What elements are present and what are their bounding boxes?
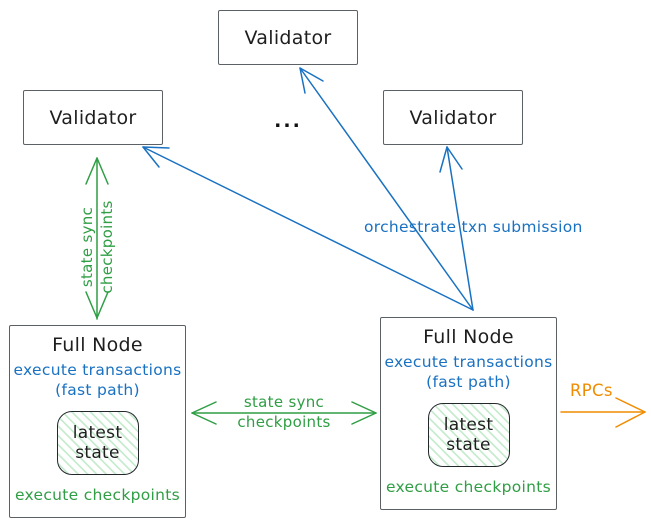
full-node-right-checkpoints: execute checkpoints bbox=[385, 478, 552, 496]
state-sync-vertical-arrow bbox=[85, 157, 109, 320]
label-line2: checkpoints bbox=[237, 413, 331, 431]
arrow-shaft bbox=[446, 146, 474, 311]
arrow-shaft bbox=[142, 146, 474, 311]
state-sync-horizontal-arrow bbox=[191, 401, 377, 425]
rpcs-label: RPCs bbox=[570, 381, 613, 400]
validator-right-label: Validator bbox=[409, 106, 497, 129]
fast-path-line2: (fast path) bbox=[55, 380, 140, 399]
orchestrate-arrow-to-right-validator bbox=[439, 146, 474, 311]
fast-path-line1: execute transactions bbox=[13, 360, 182, 379]
latest-state-line1: latest bbox=[443, 414, 494, 435]
validator-right-node: Validator bbox=[383, 90, 523, 145]
orchestrate-txn-label: orchestrate txn submission bbox=[364, 218, 583, 236]
latest-state-line2: state bbox=[446, 434, 491, 455]
latest-state-line2: state bbox=[75, 442, 120, 463]
full-node-right-title: Full Node bbox=[423, 326, 514, 348]
validator-left-label: Validator bbox=[49, 106, 137, 129]
arrowhead-left-icon bbox=[191, 401, 217, 425]
arrowhead-down-icon bbox=[85, 291, 109, 319]
latest-state-line1: latest bbox=[72, 422, 123, 443]
arrowhead-up-icon bbox=[85, 157, 109, 185]
full-node-left-checkpoints: execute checkpoints bbox=[14, 486, 181, 504]
validator-top-label: Validator bbox=[244, 26, 332, 49]
full-node-right: Full Node execute transactions (fast pat… bbox=[380, 317, 557, 510]
latest-state-box-right: latest state bbox=[427, 402, 510, 467]
full-node-right-fast-path: execute transactions (fast path) bbox=[384, 352, 552, 392]
full-node-left: Full Node execute transactions (fast pat… bbox=[9, 325, 186, 518]
fast-path-line2: (fast path) bbox=[426, 372, 511, 391]
arrowhead-right-icon bbox=[351, 401, 377, 425]
arrow-shaft bbox=[299, 67, 474, 311]
state-sync-vertical-label: state sync checkpoints bbox=[77, 200, 117, 293]
orchestrate-arrow-to-top-validator bbox=[299, 67, 474, 311]
full-node-left-title: Full Node bbox=[52, 334, 143, 356]
label-line2: checkpoints bbox=[98, 200, 116, 294]
arrowhead-icon bbox=[142, 146, 170, 168]
arrowhead-icon bbox=[615, 397, 646, 428]
validators-ellipsis: ... bbox=[274, 110, 302, 132]
validator-left-node: Validator bbox=[23, 90, 163, 145]
state-sync-horizontal-label: state sync checkpoints bbox=[237, 392, 330, 432]
label-line1: state sync bbox=[243, 393, 325, 411]
validator-top-node: Validator bbox=[218, 10, 358, 65]
arrowhead-icon bbox=[299, 67, 324, 94]
fast-path-line1: execute transactions bbox=[384, 352, 553, 371]
rpcs-arrow bbox=[560, 397, 646, 428]
label-line1: state sync bbox=[78, 206, 96, 288]
orchestrate-arrow-to-left-validator bbox=[142, 146, 474, 311]
full-node-left-fast-path: execute transactions (fast path) bbox=[13, 360, 181, 400]
latest-state-box-left: latest state bbox=[56, 410, 139, 475]
arrowhead-icon bbox=[439, 146, 463, 173]
